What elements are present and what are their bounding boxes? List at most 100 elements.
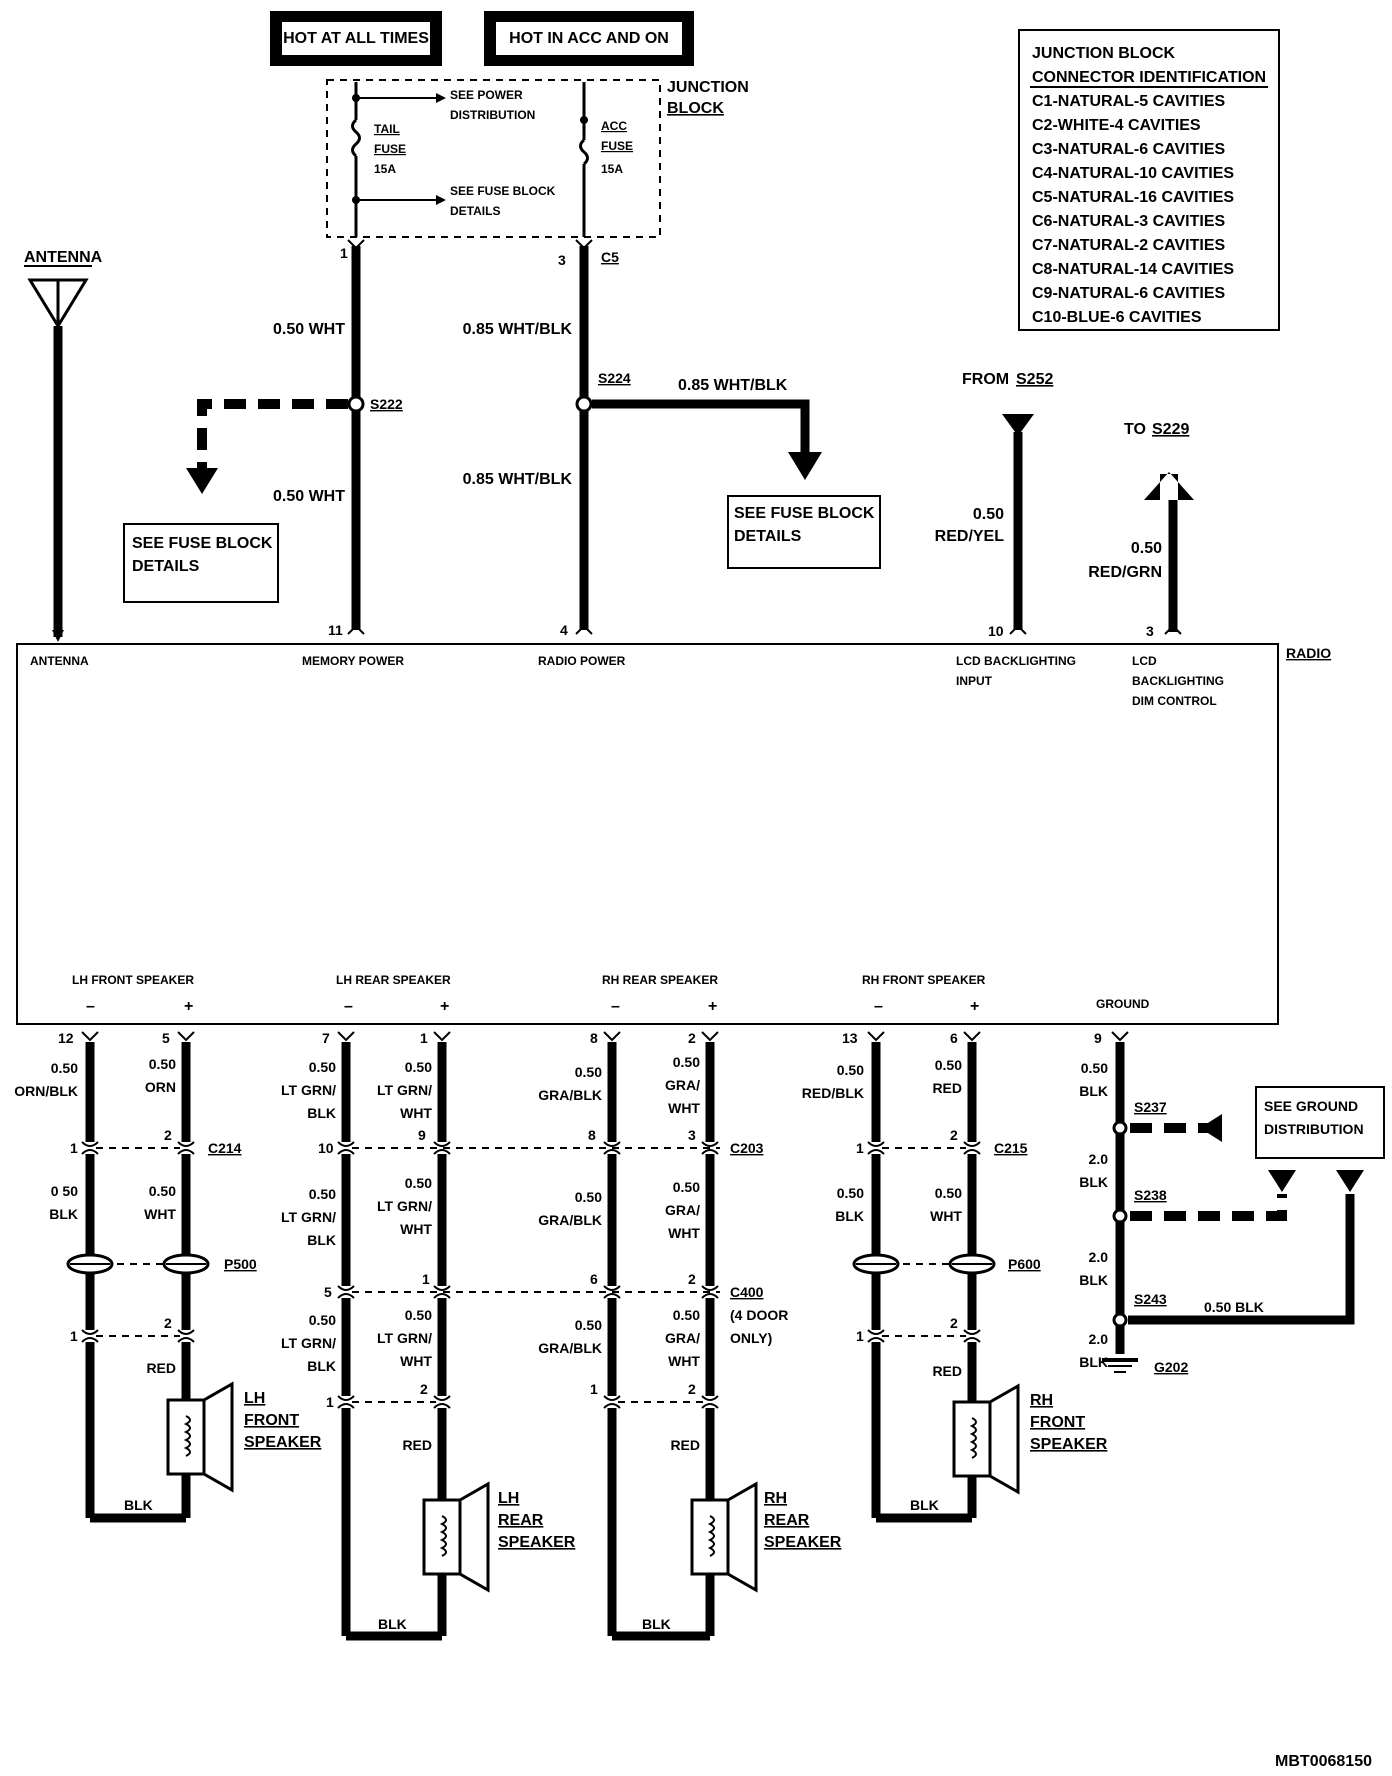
wire-label: BLK: [910, 1497, 939, 1513]
wire-label: WHT: [930, 1208, 962, 1224]
wire-label: WHT: [668, 1353, 700, 1369]
table-row: C2-WHITE-4 CAVITIES: [1032, 117, 1201, 134]
see-power-label-2: DISTRIBUTION: [450, 108, 535, 122]
wire-label: 0.50: [575, 1064, 602, 1080]
pin-label: 2: [164, 1315, 172, 1331]
wire-label: BLK: [124, 1497, 153, 1513]
see-fuse-right-2: DETAILS: [734, 528, 802, 545]
see-power-label-1: SEE POWER: [450, 88, 523, 102]
connector-breaks: [66, 1141, 996, 1409]
table-row: C8-NATURAL-14 CAVITIES: [1032, 261, 1234, 278]
hot-in-acc-and-on-box: HOT IN ACC AND ON: [484, 11, 694, 66]
wire-label: RED: [670, 1437, 700, 1453]
table-title-1: JUNCTION BLOCK: [1032, 45, 1176, 62]
minus-sign: –: [86, 998, 95, 1015]
speaker-label: RH: [1030, 1392, 1053, 1409]
c400-label-3: ONLY): [730, 1330, 772, 1346]
pin-label: 12: [58, 1030, 74, 1046]
table-title-2: CONNECTOR IDENTIFICATION: [1032, 69, 1266, 86]
see-fuse-block-box-right: SEE FUSE BLOCK DETAILS: [727, 495, 881, 569]
tail-fuse-label-2: FUSE: [374, 142, 406, 156]
wire-label: BLK: [1079, 1174, 1108, 1190]
pin-label: 2: [688, 1271, 696, 1287]
wire-label: GRA/: [665, 1202, 700, 1218]
wire-label: 2.0: [1089, 1151, 1109, 1167]
speaker-label: LH: [498, 1490, 519, 1507]
see-fuse-small-2: DETAILS: [450, 204, 500, 218]
lcd-dim-label-1: LCD: [1132, 654, 1157, 668]
c215-label: C215: [994, 1140, 1028, 1156]
wire-label: 0.50: [673, 1307, 700, 1323]
wire-label: 0.50: [309, 1059, 336, 1075]
junction-block-label-1: JUNCTION: [667, 79, 749, 96]
lcd-in-wire-1: 0.50: [973, 506, 1004, 523]
lh-front-speaker-label: LH FRONT SPEAKER: [72, 973, 194, 987]
s224-branch-wire: 0.85 WHT/BLK: [678, 377, 788, 394]
radio-power-label: RADIO POWER: [538, 654, 626, 668]
lcd-dim-pin: 3: [1146, 623, 1154, 639]
wire-label: LT GRN/: [281, 1082, 336, 1098]
junction-block-label-2: BLOCK: [667, 100, 724, 117]
wire-label: BLK: [1079, 1083, 1108, 1099]
wire-label: 0.50: [51, 1060, 78, 1076]
wire-label: 0.50: [405, 1175, 432, 1191]
radio-upper-wire: 0.85 WHT/BLK: [463, 321, 573, 338]
table-row: C7-NATURAL-2 CAVITIES: [1032, 237, 1226, 254]
speaker-label: REAR: [764, 1512, 810, 1529]
lcd-dim-label-3: DIM CONTROL: [1132, 694, 1217, 708]
p600-label: P600: [1008, 1256, 1041, 1272]
pin-label: 5: [324, 1284, 332, 1300]
p500-label: P500: [224, 1256, 257, 1272]
hot-in-acc-label: HOT IN ACC AND ON: [509, 30, 669, 47]
rh-rear-speaker: RH REAR SPEAKER: [690, 1481, 842, 1593]
s243-branch-wire: 0.50 BLK: [1204, 1299, 1264, 1315]
radio-bottom-pin: 4: [560, 622, 568, 638]
see-fuse-block-box-left: SEE FUSE BLOCK DETAILS: [123, 523, 279, 603]
wire-label: WHT: [400, 1105, 432, 1121]
pin-label: 2: [688, 1030, 696, 1046]
wire-label: RED: [932, 1363, 962, 1379]
pin-label: 9: [418, 1127, 426, 1143]
wire-label: BLK: [307, 1358, 336, 1374]
wire-label: 0.50: [309, 1312, 336, 1328]
wire-label: GRA/: [665, 1330, 700, 1346]
c203-label: C203: [730, 1140, 764, 1156]
wire-label: GRA/BLK: [538, 1212, 602, 1228]
see-ground-distribution-box: SEE GROUND DISTRIBUTION: [1255, 1086, 1385, 1159]
connector-labels: C214 1 2 P500 1 2 C203 10 9 8 3 C400 (4 …: [70, 1127, 1041, 1410]
see-ground-label-2: DISTRIBUTION: [1264, 1121, 1364, 1137]
pin-label: 2: [164, 1127, 172, 1143]
memory-power-label: MEMORY POWER: [302, 654, 404, 668]
wire-label: 0.50: [149, 1056, 176, 1072]
s238-label: S238: [1134, 1187, 1167, 1203]
speaker-label: SPEAKER: [764, 1534, 842, 1551]
wire-label: 0.50: [405, 1059, 432, 1075]
wire-label: 0.50: [935, 1057, 962, 1073]
lcd-dim-wire-2: RED/GRN: [1088, 564, 1162, 581]
wire-label: GRA/BLK: [538, 1340, 602, 1356]
wire-label: WHT: [144, 1206, 176, 1222]
wire-label: 0 50: [51, 1183, 78, 1199]
ground-label: GROUND: [1096, 997, 1150, 1011]
c214-label: C214: [208, 1140, 242, 1156]
speaker-label: FRONT: [244, 1412, 299, 1429]
see-ground-label-1: SEE GROUND: [1264, 1098, 1358, 1114]
memory-lower-wire: 0.50 WHT: [273, 488, 345, 505]
g202-label: G202: [1154, 1359, 1188, 1375]
pin-label: 1: [420, 1030, 428, 1046]
wire-label: 0.50: [673, 1054, 700, 1070]
table-row: C9-NATURAL-6 CAVITIES: [1032, 285, 1226, 302]
rh-front-speaker-label: RH FRONT SPEAKER: [862, 973, 986, 987]
wire-label: LT GRN/: [377, 1082, 432, 1098]
lcd-dim-label-2: BACKLIGHTING: [1132, 674, 1224, 688]
radio-power-circuit: 3 C5 4 0.85 WHT/BLK 0.85 WHT/BLK S224 0.…: [463, 239, 822, 638]
pin-label: 6: [590, 1271, 598, 1287]
lcd-in-wire-2: RED/YEL: [935, 528, 1005, 545]
wire-label: RED/BLK: [802, 1085, 864, 1101]
s252-label: S252: [1016, 371, 1053, 388]
to-label: TO: [1124, 421, 1146, 438]
tail-fuse-label-3: 15A: [374, 162, 396, 176]
s222-label: S222: [370, 396, 403, 412]
wire-label: ORN: [145, 1079, 176, 1095]
wire-label: ORN/BLK: [14, 1083, 78, 1099]
